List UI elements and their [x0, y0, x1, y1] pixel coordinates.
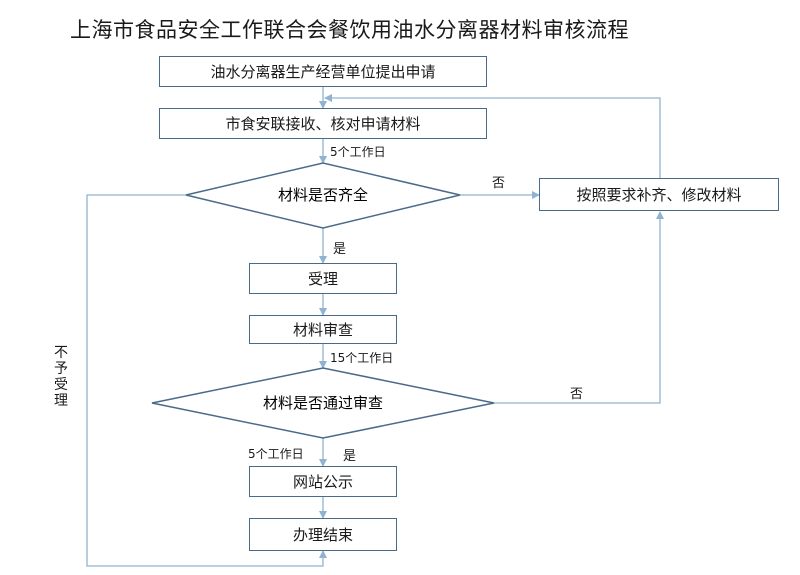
label-yes-1: 是	[333, 242, 347, 257]
decision-pass-shape	[151, 367, 495, 439]
decision-pass-text: 材料是否通过审查	[263, 394, 383, 412]
step-review: 材料审查	[249, 315, 397, 344]
diagram-title: 上海市食品安全工作联合会餐饮用油水分离器材料审核流程	[70, 18, 629, 42]
step-receive: 市食安联接收、核对申请材料	[159, 108, 487, 139]
arrow-supplement-loop	[324, 94, 661, 178]
step-publish: 网站公示	[249, 466, 397, 497]
label-yes-2: 是	[343, 449, 357, 464]
decision-complete-text: 材料是否齐全	[278, 186, 368, 204]
decision-complete-shape	[185, 162, 461, 229]
step-supplement: 按照要求补齐、修改材料	[539, 178, 779, 211]
step-accept: 受理	[249, 263, 397, 294]
label-no-2: 否	[570, 387, 584, 402]
step-finish: 办理结束	[249, 518, 397, 551]
label-fifteen-days: 15个工作日	[330, 351, 394, 365]
label-no-1: 否	[492, 176, 506, 191]
label-five-days-2: 5个工作日	[248, 447, 304, 461]
arrow-reject-finish	[86, 194, 327, 567]
label-reject: 不予受理	[54, 345, 68, 409]
step-apply: 油水分离器生产经营单位提出申请	[159, 56, 487, 87]
label-five-days-1: 5个工作日	[330, 145, 386, 159]
arrow-check2-supplement	[494, 211, 664, 404]
